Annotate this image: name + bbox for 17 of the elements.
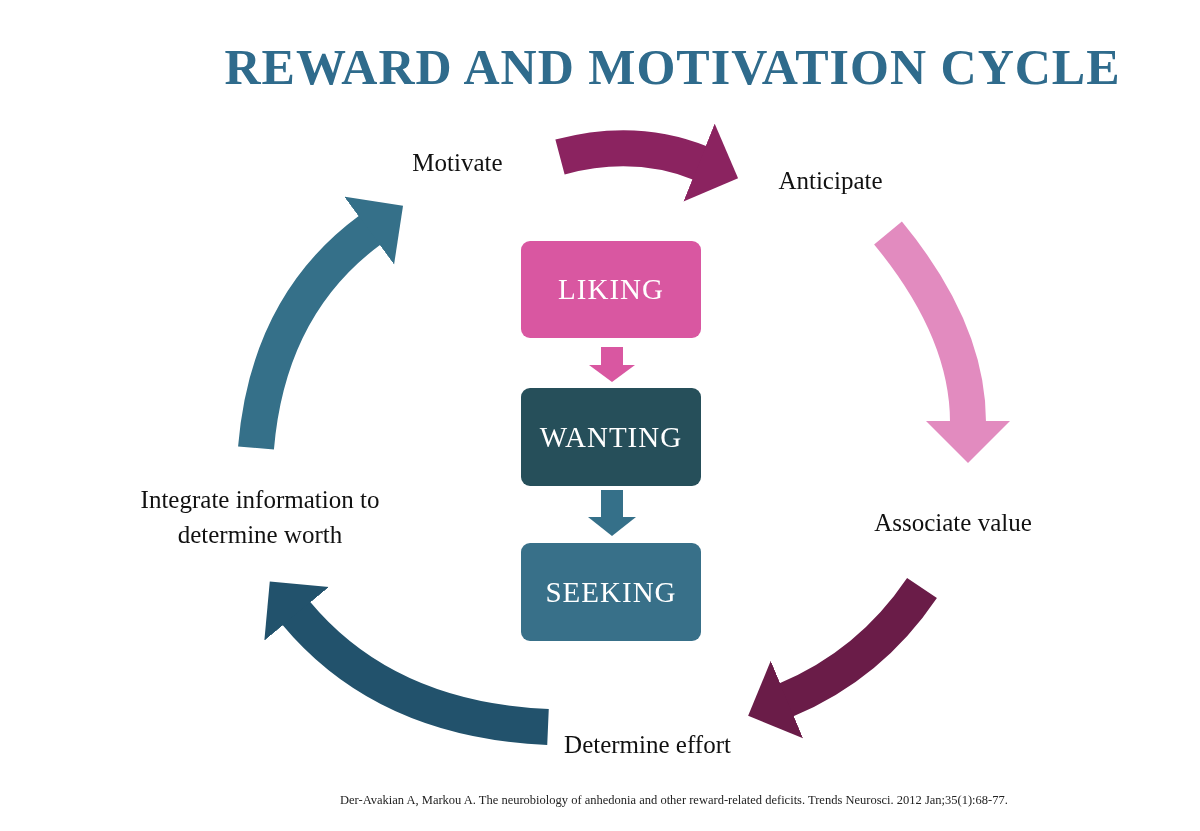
curved-arrow xyxy=(238,197,403,450)
down-arrow xyxy=(589,347,635,382)
curved-arrow xyxy=(265,582,550,745)
stage-box: WANTING xyxy=(521,388,701,486)
curved-arrow xyxy=(555,123,739,203)
step-label: Determine effort xyxy=(545,727,750,763)
curved-arrow xyxy=(873,221,1010,463)
citation: Der-Avakian A, Markou A. The neurobiology of anhedonia and other reward-related deficits. Trends Neurosci. 2012 Jan;35(1):68-77. xyxy=(340,793,1008,808)
stage-box: SEEKING xyxy=(521,543,701,641)
stage-box: LIKING xyxy=(521,241,701,338)
step-label: Associate value xyxy=(853,505,1053,541)
title: REWARD AND MOTIVATION CYCLE xyxy=(223,38,1122,96)
curved-arrow xyxy=(748,577,937,738)
down-arrow xyxy=(588,490,636,536)
step-label: Anticipate xyxy=(758,163,903,199)
step-label: Integrate information to determine worth xyxy=(115,482,405,554)
step-label: Motivate xyxy=(385,145,530,181)
